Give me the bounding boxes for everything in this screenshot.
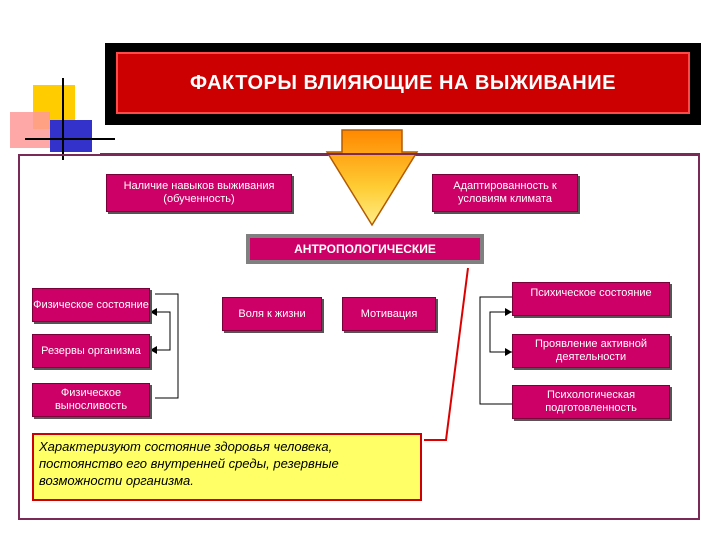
box-climate-adaptation: Адаптированность к условиям климата	[432, 174, 578, 212]
down-arrow-icon	[325, 129, 419, 227]
box-mental-state: Психическое состояние	[512, 282, 670, 316]
title-banner	[116, 52, 690, 114]
box-motivation: Мотивация	[342, 297, 436, 331]
box-physical-endurance: Физическое выносливость	[32, 383, 150, 417]
decor-pink-square	[10, 112, 50, 148]
box-physical-state: Физическое состояние	[32, 288, 150, 322]
box-body-reserves: Резервы организма	[32, 334, 150, 368]
decor-blue-square	[50, 120, 92, 152]
box-psychological-preparedness: Психологическая подготовленность	[512, 385, 670, 419]
box-active-activity: Проявление активной деятельности	[512, 334, 670, 368]
box-anthropological: АНТРОПОЛОГИЧЕСКИЕ	[250, 238, 480, 260]
page-title: ФАКТОРЫ ВЛИЯЮЩИЕ НА ВЫЖИВАНИЕ	[190, 71, 616, 94]
note-text: Характеризуют состояние здоровья человек…	[32, 433, 422, 501]
box-will-to-live: Воля к жизни	[222, 297, 322, 331]
decor-vertical-line	[62, 78, 64, 160]
box-survival-skills: Наличие навыков выживания (обученность)	[106, 174, 292, 212]
decor-horizontal-line	[25, 138, 115, 140]
